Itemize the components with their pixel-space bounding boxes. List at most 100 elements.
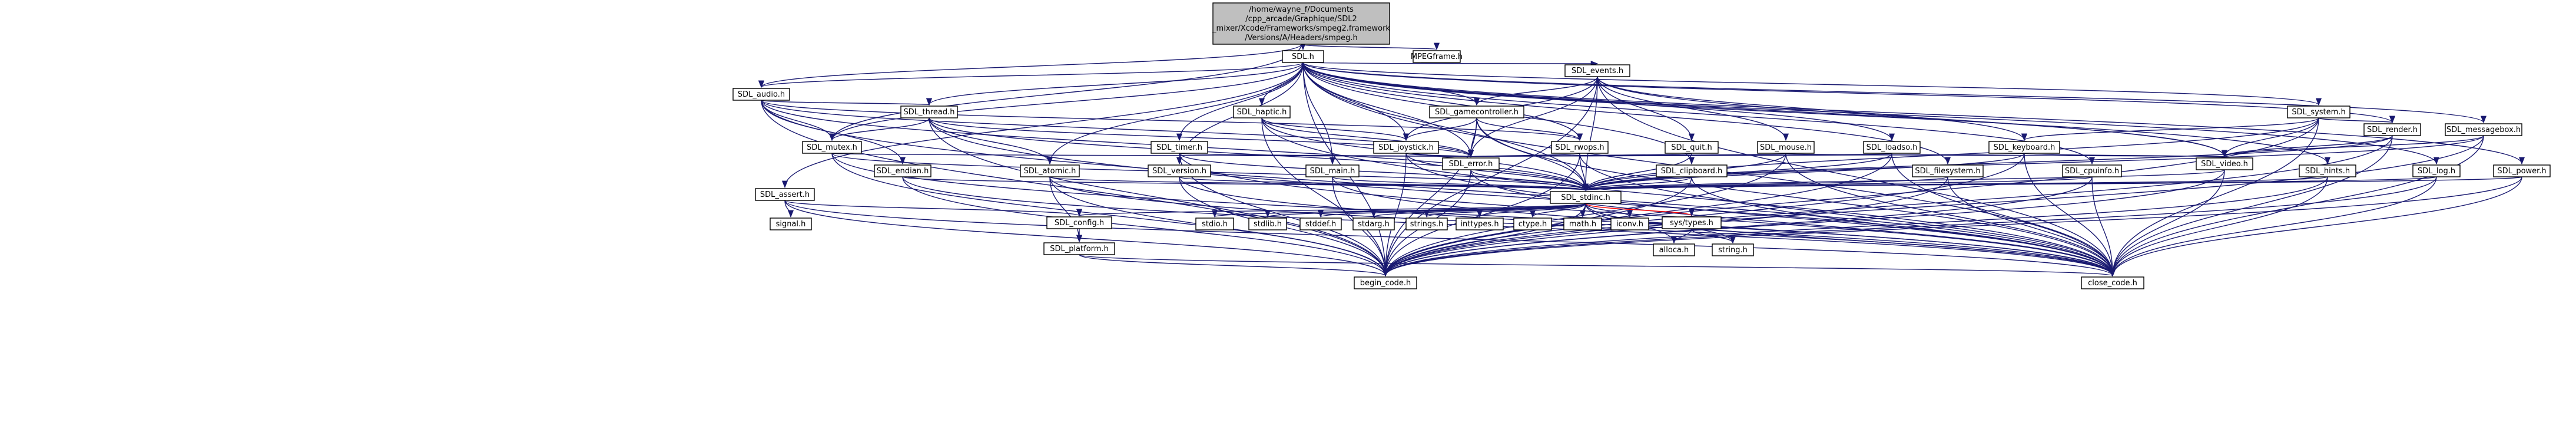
node-keyboard[interactable]: SDL_keyboard.h: [1988, 141, 2060, 154]
node-msgbox[interactable]: SDL_messagebox.h: [2445, 123, 2522, 136]
edge-root-to-audio: [758, 44, 1302, 88]
edge-events-to-error: [1467, 76, 1598, 158]
node-box: [1352, 217, 1395, 230]
node-main[interactable]: SDL_main.h: [1305, 164, 1360, 177]
node-label: ctype.h: [1519, 220, 1547, 229]
node-label: SDL_joystick.h: [1378, 143, 1434, 152]
node-haptic[interactable]: SDL_haptic.h: [1233, 106, 1291, 118]
edge-thread-to-stdinc: [929, 117, 1589, 192]
edge-thread-to-begin: [929, 117, 1388, 277]
node-mpeg[interactable]: MPEGframe.h: [1411, 50, 1463, 63]
edge-haptic-to-joystick: [1261, 117, 1409, 141]
node-video[interactable]: SDL_video.h: [2196, 157, 2253, 170]
node-box: [900, 106, 958, 118]
edge-events-to-quit: [1597, 76, 1695, 141]
node-root: /home/wayne_f/Documents/cpp_arcade/Graph…: [1212, 2, 1390, 45]
node-events[interactable]: SDL_events.h: [1564, 64, 1630, 77]
node-begin[interactable]: begin_code.h: [1354, 276, 1417, 289]
node-assert[interactable]: SDL_assert.h: [755, 188, 815, 201]
node-box: [1413, 50, 1461, 63]
node-joystick[interactable]: SDL_joystick.h: [1373, 141, 1439, 154]
node-quit[interactable]: SDL_quit.h: [1665, 141, 1719, 154]
node-stdinc[interactable]: SDL_stdinc.h: [1550, 191, 1622, 204]
node-label: SDL_endian.h: [877, 167, 929, 176]
node-stddef: stddef.h: [1299, 217, 1342, 230]
node-box: [1653, 243, 1695, 256]
edge-platform-to-close: [1079, 254, 2115, 277]
node-systypes[interactable]: sys/types.h: [1662, 216, 1722, 229]
node-box: [2299, 164, 2356, 177]
node-cpuinfo[interactable]: SDL_cpuinfo.h: [2062, 164, 2122, 177]
node-box: [1863, 141, 1921, 154]
node-box: [1429, 106, 1524, 118]
node-system[interactable]: SDL_system.h: [2287, 106, 2350, 118]
node-box: [1195, 217, 1234, 230]
node-box: [770, 217, 812, 230]
node-box: [1564, 64, 1630, 77]
edge-stdinc-to-close: [1585, 203, 2116, 277]
node-box: [1912, 164, 1984, 177]
edge-power-to-begin: [1383, 176, 2522, 277]
node-sdl[interactable]: SDL.h: [1282, 50, 1324, 63]
node-box: [2081, 276, 2144, 289]
edge-clipboard-to-close: [1691, 176, 2116, 277]
edge-haptic-to-close: [1261, 117, 2116, 277]
node-config[interactable]: SDL_config.h: [1046, 216, 1112, 229]
node-label: SDL_mutex.h: [807, 143, 857, 152]
node-loadso[interactable]: SDL_loadso.h: [1863, 141, 1921, 154]
node-thread[interactable]: SDL_thread.h: [900, 106, 958, 118]
node-mouse[interactable]: SDL_mouse.h: [1757, 141, 1815, 154]
edge-gamectrl-to-rwops: [1476, 117, 1583, 141]
node-box: [1456, 217, 1504, 230]
node-mutex[interactable]: SDL_mutex.h: [802, 141, 862, 154]
node-box: [1354, 276, 1417, 289]
node-box: [1233, 106, 1291, 118]
node-platform[interactable]: SDL_platform.h: [1043, 242, 1115, 255]
node-rwops[interactable]: SDL_rwops.h: [1551, 141, 1609, 154]
node-version[interactable]: SDL_version.h: [1148, 164, 1211, 177]
edge-video-to-close: [2109, 169, 2225, 277]
node-label: SDL_thread.h: [904, 108, 955, 117]
node-filesystem[interactable]: SDL_filesystem.h: [1912, 164, 1984, 177]
node-box: [1212, 2, 1390, 45]
node-timer[interactable]: SDL_timer.h: [1151, 141, 1208, 154]
edge-hints-to-begin: [1383, 176, 2328, 277]
node-label: SDL_system.h: [2292, 108, 2345, 117]
node-gamectrl[interactable]: SDL_gamecontroller.h: [1429, 106, 1524, 118]
node-label: SDL_main.h: [1310, 167, 1355, 176]
node-log[interactable]: SDL_log.h: [2412, 164, 2461, 177]
edge-audio-to-close: [761, 100, 2116, 277]
edge-clipboard-to-stdinc: [1583, 176, 1692, 192]
node-endian[interactable]: SDL_endian.h: [874, 164, 931, 177]
node-label: SDL_loadso.h: [1866, 143, 1918, 152]
node-audio[interactable]: SDL_audio.h: [732, 88, 790, 101]
edge-stdinc-to-config: [1077, 203, 1586, 217]
edge-events-to-gamectrl: [1474, 76, 1598, 106]
node-box: [732, 88, 790, 101]
edge-mouse-to-close: [1785, 153, 2116, 277]
edge-msgbox-to-begin: [1383, 135, 2484, 277]
node-label: SDL_timer.h: [1156, 143, 1202, 152]
node-label: math.h: [1569, 220, 1596, 229]
edge-loadso-to-close: [1891, 153, 2116, 277]
node-atomic[interactable]: SDL_atomic.h: [1020, 164, 1080, 177]
node-box: [1405, 217, 1448, 230]
node-hints[interactable]: SDL_hints.h: [2299, 164, 2356, 177]
node-error[interactable]: SDL_error.h: [1442, 157, 1500, 170]
node-power[interactable]: SDL_power.h: [2493, 164, 2551, 177]
node-label: SDL_messagebox.h: [2446, 126, 2521, 134]
node-label: alloca.h: [1659, 246, 1689, 255]
node-render[interactable]: SDL_render.h: [2363, 123, 2421, 136]
edge-assert-to-begin: [784, 200, 1388, 277]
node-label: stdlib.h: [1254, 220, 1282, 229]
node-box: [1046, 216, 1112, 229]
node-clipboard[interactable]: SDL_clipboard.h: [1656, 164, 1728, 177]
node-box: [1282, 50, 1324, 63]
node-close[interactable]: close_code.h: [2081, 276, 2144, 289]
edge-joystick-to-close: [1405, 153, 2116, 277]
edge-loadso-to-stdinc: [1583, 153, 1892, 192]
node-box: [1442, 157, 1500, 170]
node-label: SDL_power.h: [2497, 167, 2546, 176]
node-inttypes: inttypes.h: [1456, 217, 1504, 230]
